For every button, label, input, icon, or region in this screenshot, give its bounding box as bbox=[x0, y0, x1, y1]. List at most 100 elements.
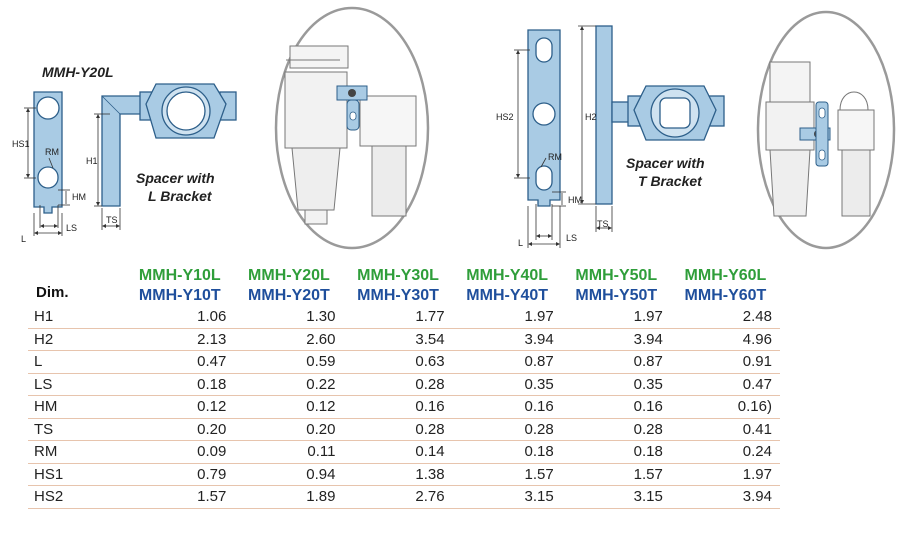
dim-name-cell: HS2 bbox=[28, 485, 126, 509]
label-rm-t: RM bbox=[548, 152, 562, 162]
value-cell: 0.28 bbox=[343, 418, 453, 441]
label-ts: TS bbox=[106, 215, 118, 225]
label-hs1: HS1 bbox=[12, 139, 30, 149]
dim-name-cell: H2 bbox=[28, 328, 126, 351]
t-bracket-photo bbox=[756, 10, 896, 250]
value-cell: 3.94 bbox=[670, 485, 780, 509]
value-cell: 1.30 bbox=[234, 306, 344, 329]
label-hm-t: HM bbox=[568, 195, 582, 205]
dim-name-cell: L bbox=[28, 350, 126, 374]
value-cell: 0.87 bbox=[452, 350, 562, 374]
value-cell: 0.11 bbox=[234, 440, 344, 464]
value-cell: 0.47 bbox=[670, 373, 780, 396]
label-ls: LS bbox=[66, 223, 77, 233]
l-front-dimensions bbox=[24, 107, 70, 236]
value-cell: 0.16) bbox=[670, 395, 780, 419]
value-cell: 0.94 bbox=[234, 463, 344, 486]
label-h2: H2 bbox=[585, 112, 597, 122]
dim-name-cell: TS bbox=[28, 418, 126, 441]
value-cell: 0.22 bbox=[234, 373, 344, 396]
value-cell: 0.18 bbox=[125, 373, 235, 396]
t-bracket-front-view bbox=[527, 29, 561, 207]
dim-name-cell: HS1 bbox=[28, 463, 126, 486]
dim-column-header: Dim. bbox=[36, 284, 69, 301]
dim-name-cell: LS bbox=[28, 373, 126, 396]
t-front-dimensions bbox=[514, 49, 566, 248]
technical-drawings: MMH-Y20L HS1 RM HM L LS bbox=[0, 0, 900, 262]
value-cell: 0.18 bbox=[452, 440, 562, 464]
label-hm: HM bbox=[72, 192, 86, 202]
value-cell: 3.54 bbox=[343, 328, 453, 351]
value-cell: 0.59 bbox=[234, 350, 344, 374]
left-caption-line1: Spacer with bbox=[136, 170, 215, 186]
value-cell: 0.16 bbox=[452, 395, 562, 419]
right-caption-line2: T Bracket bbox=[638, 173, 703, 189]
value-cell: 0.28 bbox=[452, 418, 562, 441]
value-cell: 2.48 bbox=[670, 306, 780, 329]
value-cell: 0.87 bbox=[561, 350, 671, 374]
value-cell: 0.24 bbox=[670, 440, 780, 464]
value-cell: 1.06 bbox=[125, 306, 235, 329]
value-cell: 0.47 bbox=[125, 350, 235, 374]
value-cell: 0.18 bbox=[561, 440, 671, 464]
value-cell: 2.60 bbox=[234, 328, 344, 351]
value-cell: 0.28 bbox=[343, 373, 453, 396]
value-cell: 3.15 bbox=[452, 485, 562, 509]
value-cell: 3.94 bbox=[452, 328, 562, 351]
value-cell: 1.77 bbox=[343, 306, 453, 329]
value-cell: 3.15 bbox=[561, 485, 671, 509]
t-side-dimensions bbox=[578, 25, 613, 232]
value-cell: 0.16 bbox=[343, 395, 453, 419]
value-cell: 0.12 bbox=[234, 395, 344, 419]
value-cell: 0.35 bbox=[561, 373, 671, 396]
left-model-label: MMH-Y20L bbox=[42, 64, 114, 80]
value-cell: 3.94 bbox=[561, 328, 671, 351]
dim-name-cell: HM bbox=[28, 395, 126, 419]
value-cell: 0.09 bbox=[125, 440, 235, 464]
label-l-t: L bbox=[518, 238, 523, 248]
l-bracket-front-view bbox=[33, 91, 63, 214]
value-cell: 0.91 bbox=[670, 350, 780, 374]
value-cell: 1.57 bbox=[561, 463, 671, 486]
value-cell: 1.89 bbox=[234, 485, 344, 509]
value-cell: 1.57 bbox=[452, 463, 562, 486]
label-rm: RM bbox=[45, 147, 59, 157]
value-cell: 0.35 bbox=[452, 373, 562, 396]
value-cell: 1.97 bbox=[561, 306, 671, 329]
value-cell: 0.20 bbox=[125, 418, 235, 441]
l-spacer-body bbox=[139, 83, 237, 139]
l-bracket-photo bbox=[274, 6, 430, 250]
value-cell: 1.57 bbox=[125, 485, 235, 509]
drawings-svg: MMH-Y20L HS1 RM HM L LS bbox=[12, 6, 896, 250]
label-ls-t: LS bbox=[566, 233, 577, 243]
value-cell: 1.97 bbox=[670, 463, 780, 486]
value-cell: 0.20 bbox=[234, 418, 344, 441]
label-hs2: HS2 bbox=[496, 112, 514, 122]
value-cell: 2.13 bbox=[125, 328, 235, 351]
value-cell: 1.97 bbox=[452, 306, 562, 329]
value-cell: 0.12 bbox=[125, 395, 235, 419]
left-caption-line2: L Bracket bbox=[148, 188, 213, 204]
label-ts-t: TS bbox=[597, 219, 609, 229]
l-side-dimensions bbox=[94, 113, 121, 230]
value-cell: 0.16 bbox=[561, 395, 671, 419]
right-caption-line1: Spacer with bbox=[626, 155, 705, 171]
t-spacer-body bbox=[627, 85, 725, 141]
value-cell: 0.63 bbox=[343, 350, 453, 374]
value-cell: 2.76 bbox=[343, 485, 453, 509]
label-l: L bbox=[21, 234, 26, 244]
